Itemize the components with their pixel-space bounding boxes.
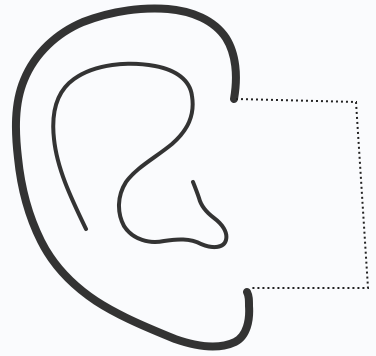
ear-helix-outline <box>16 9 249 347</box>
dotted-outline-rectangle <box>236 99 368 288</box>
ear-antihelix-curve <box>53 64 226 247</box>
